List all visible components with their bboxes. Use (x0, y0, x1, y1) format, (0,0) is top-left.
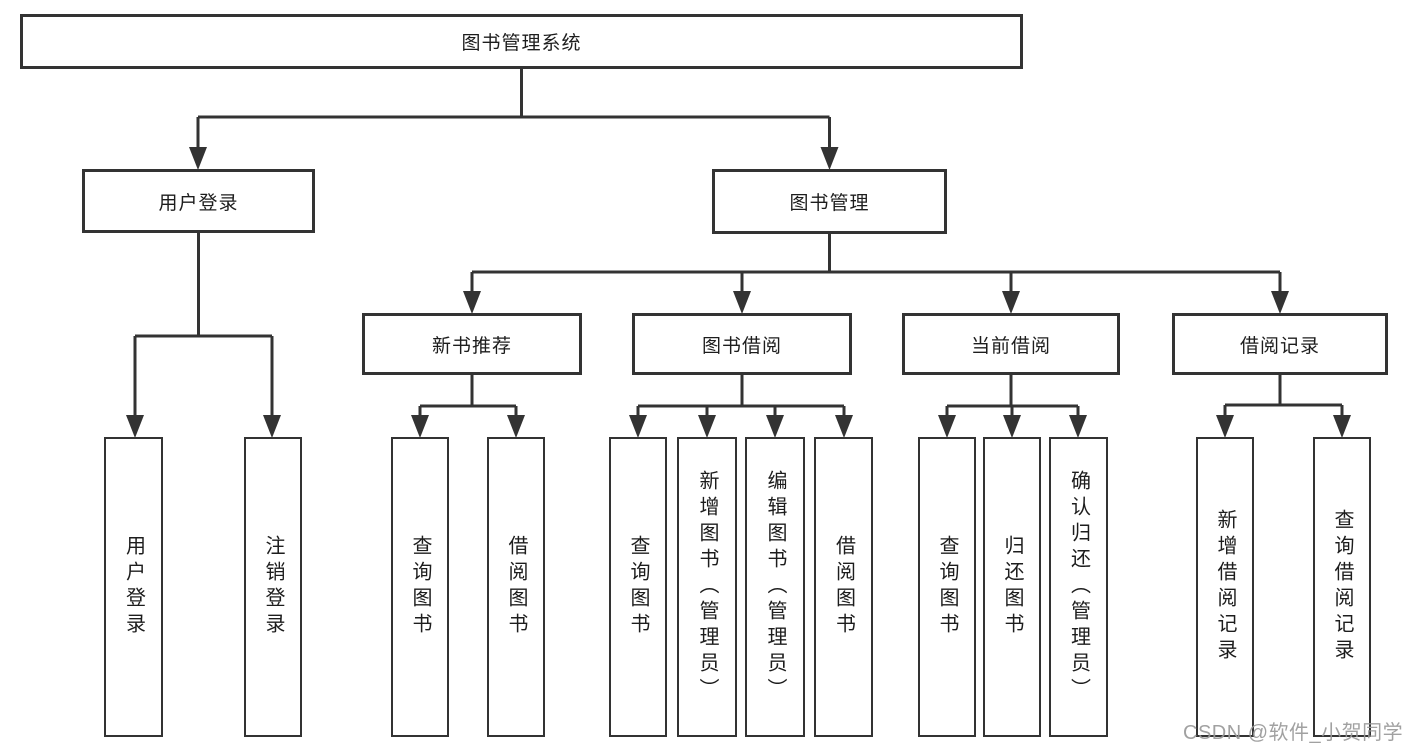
leaf-bb-query-book: 查询图书 (609, 437, 667, 737)
watermark: CSDN @软件_小贺同学 (1183, 722, 1404, 744)
leaf-cb-confirm-return-admin: 确认归还（管理员） (1049, 437, 1108, 737)
node-user-login: 用户登录 (82, 169, 315, 233)
node-current-borrow: 当前借阅 (902, 313, 1120, 375)
leaf-nb-borrow-book: 借阅图书 (487, 437, 545, 737)
leaf-cb-query-book: 查询图书 (918, 437, 976, 737)
node-root: 图书管理系统 (20, 14, 1023, 69)
leaf-cb-return-book: 归还图书 (983, 437, 1041, 737)
node-borrow-records: 借阅记录 (1172, 313, 1388, 375)
leaf-bb-edit-book-admin: 编辑图书（管理员） (745, 437, 805, 737)
leaf-br-add-record: 新增借阅记录 (1196, 437, 1254, 737)
leaf-nb-query-book: 查询图书 (391, 437, 449, 737)
node-new-book-recommend: 新书推荐 (362, 313, 582, 375)
leaf-logout: 注销登录 (244, 437, 302, 737)
leaf-bb-add-book-admin: 新增图书（管理员） (677, 437, 737, 737)
leaf-user-login: 用户登录 (104, 437, 163, 737)
leaf-bb-borrow-book: 借阅图书 (814, 437, 873, 737)
node-book-management: 图书管理 (712, 169, 947, 234)
leaf-br-query-record: 查询借阅记录 (1313, 437, 1371, 737)
node-book-borrow: 图书借阅 (632, 313, 852, 375)
